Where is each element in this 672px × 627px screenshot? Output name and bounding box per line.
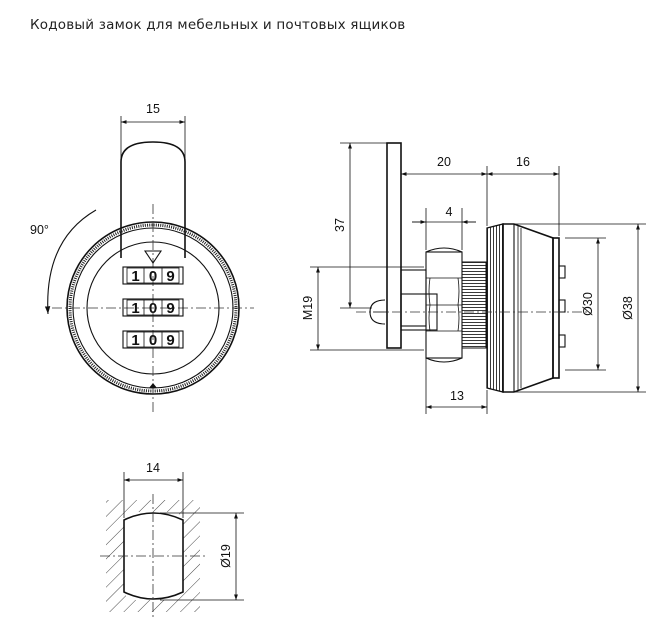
index-triangle-icon <box>143 250 163 264</box>
rotation-arrow-icon <box>44 209 97 315</box>
wheel-1-digit-2: 0 <box>149 268 157 285</box>
code-wheel-row-1[interactable]: 1 0 9 <box>122 266 184 285</box>
dim-4-label: 4 <box>446 205 453 219</box>
wheel-1-digit-3: 9 <box>166 268 174 285</box>
knurled-collar <box>486 223 504 393</box>
wheel-2-digit-3: 9 <box>166 300 174 317</box>
wheel-1-digit-1: 1 <box>131 268 139 285</box>
front-view: 15 1 0 9 1 0 9 <box>30 102 254 412</box>
cutout-dim-14-label: 14 <box>146 461 160 475</box>
front-dim-15-label: 15 <box>146 102 160 116</box>
wheel-2-digit-2: 0 <box>149 300 157 317</box>
dim-16-label: 16 <box>516 155 530 169</box>
wheel-3-digit-1: 1 <box>131 332 139 349</box>
end-cap <box>552 237 560 379</box>
dim-d38-label: Ø38 <box>621 296 635 320</box>
side-view: 20 16 4 37 M19 Ø30 Ø38 13 <box>301 142 646 414</box>
bottom-marker-icon <box>149 383 157 388</box>
cam-plate <box>386 142 402 349</box>
threaded-body <box>461 261 487 349</box>
dim-20-label: 20 <box>437 155 451 169</box>
cutout-view: 14 Ø19 <box>100 461 244 618</box>
cam-tongue <box>120 141 186 258</box>
wheel-3-digit-3: 9 <box>166 332 174 349</box>
panel-hatch <box>106 500 200 612</box>
diagram-title: Кодовый замок для мебельных и почтовых я… <box>30 17 406 33</box>
lock-body <box>502 223 554 393</box>
cutout-outline <box>123 512 184 600</box>
dim-13-label: 13 <box>450 389 464 403</box>
code-wheel-row-2[interactable]: 1 0 9 <box>122 298 184 317</box>
rotation-label: 90° <box>30 223 49 237</box>
cutout-dim-d19-label: Ø19 <box>219 544 233 568</box>
dim-d30-label: Ø30 <box>581 292 595 316</box>
wheel-3-digit-2: 0 <box>149 332 157 349</box>
dim-37-label: 37 <box>333 218 347 232</box>
dim-m19-label: M19 <box>301 296 315 320</box>
hex-nut <box>425 247 463 363</box>
wheel-2-digit-1: 1 <box>131 300 139 317</box>
code-wheel-row-3[interactable]: 1 0 9 <box>122 330 184 349</box>
